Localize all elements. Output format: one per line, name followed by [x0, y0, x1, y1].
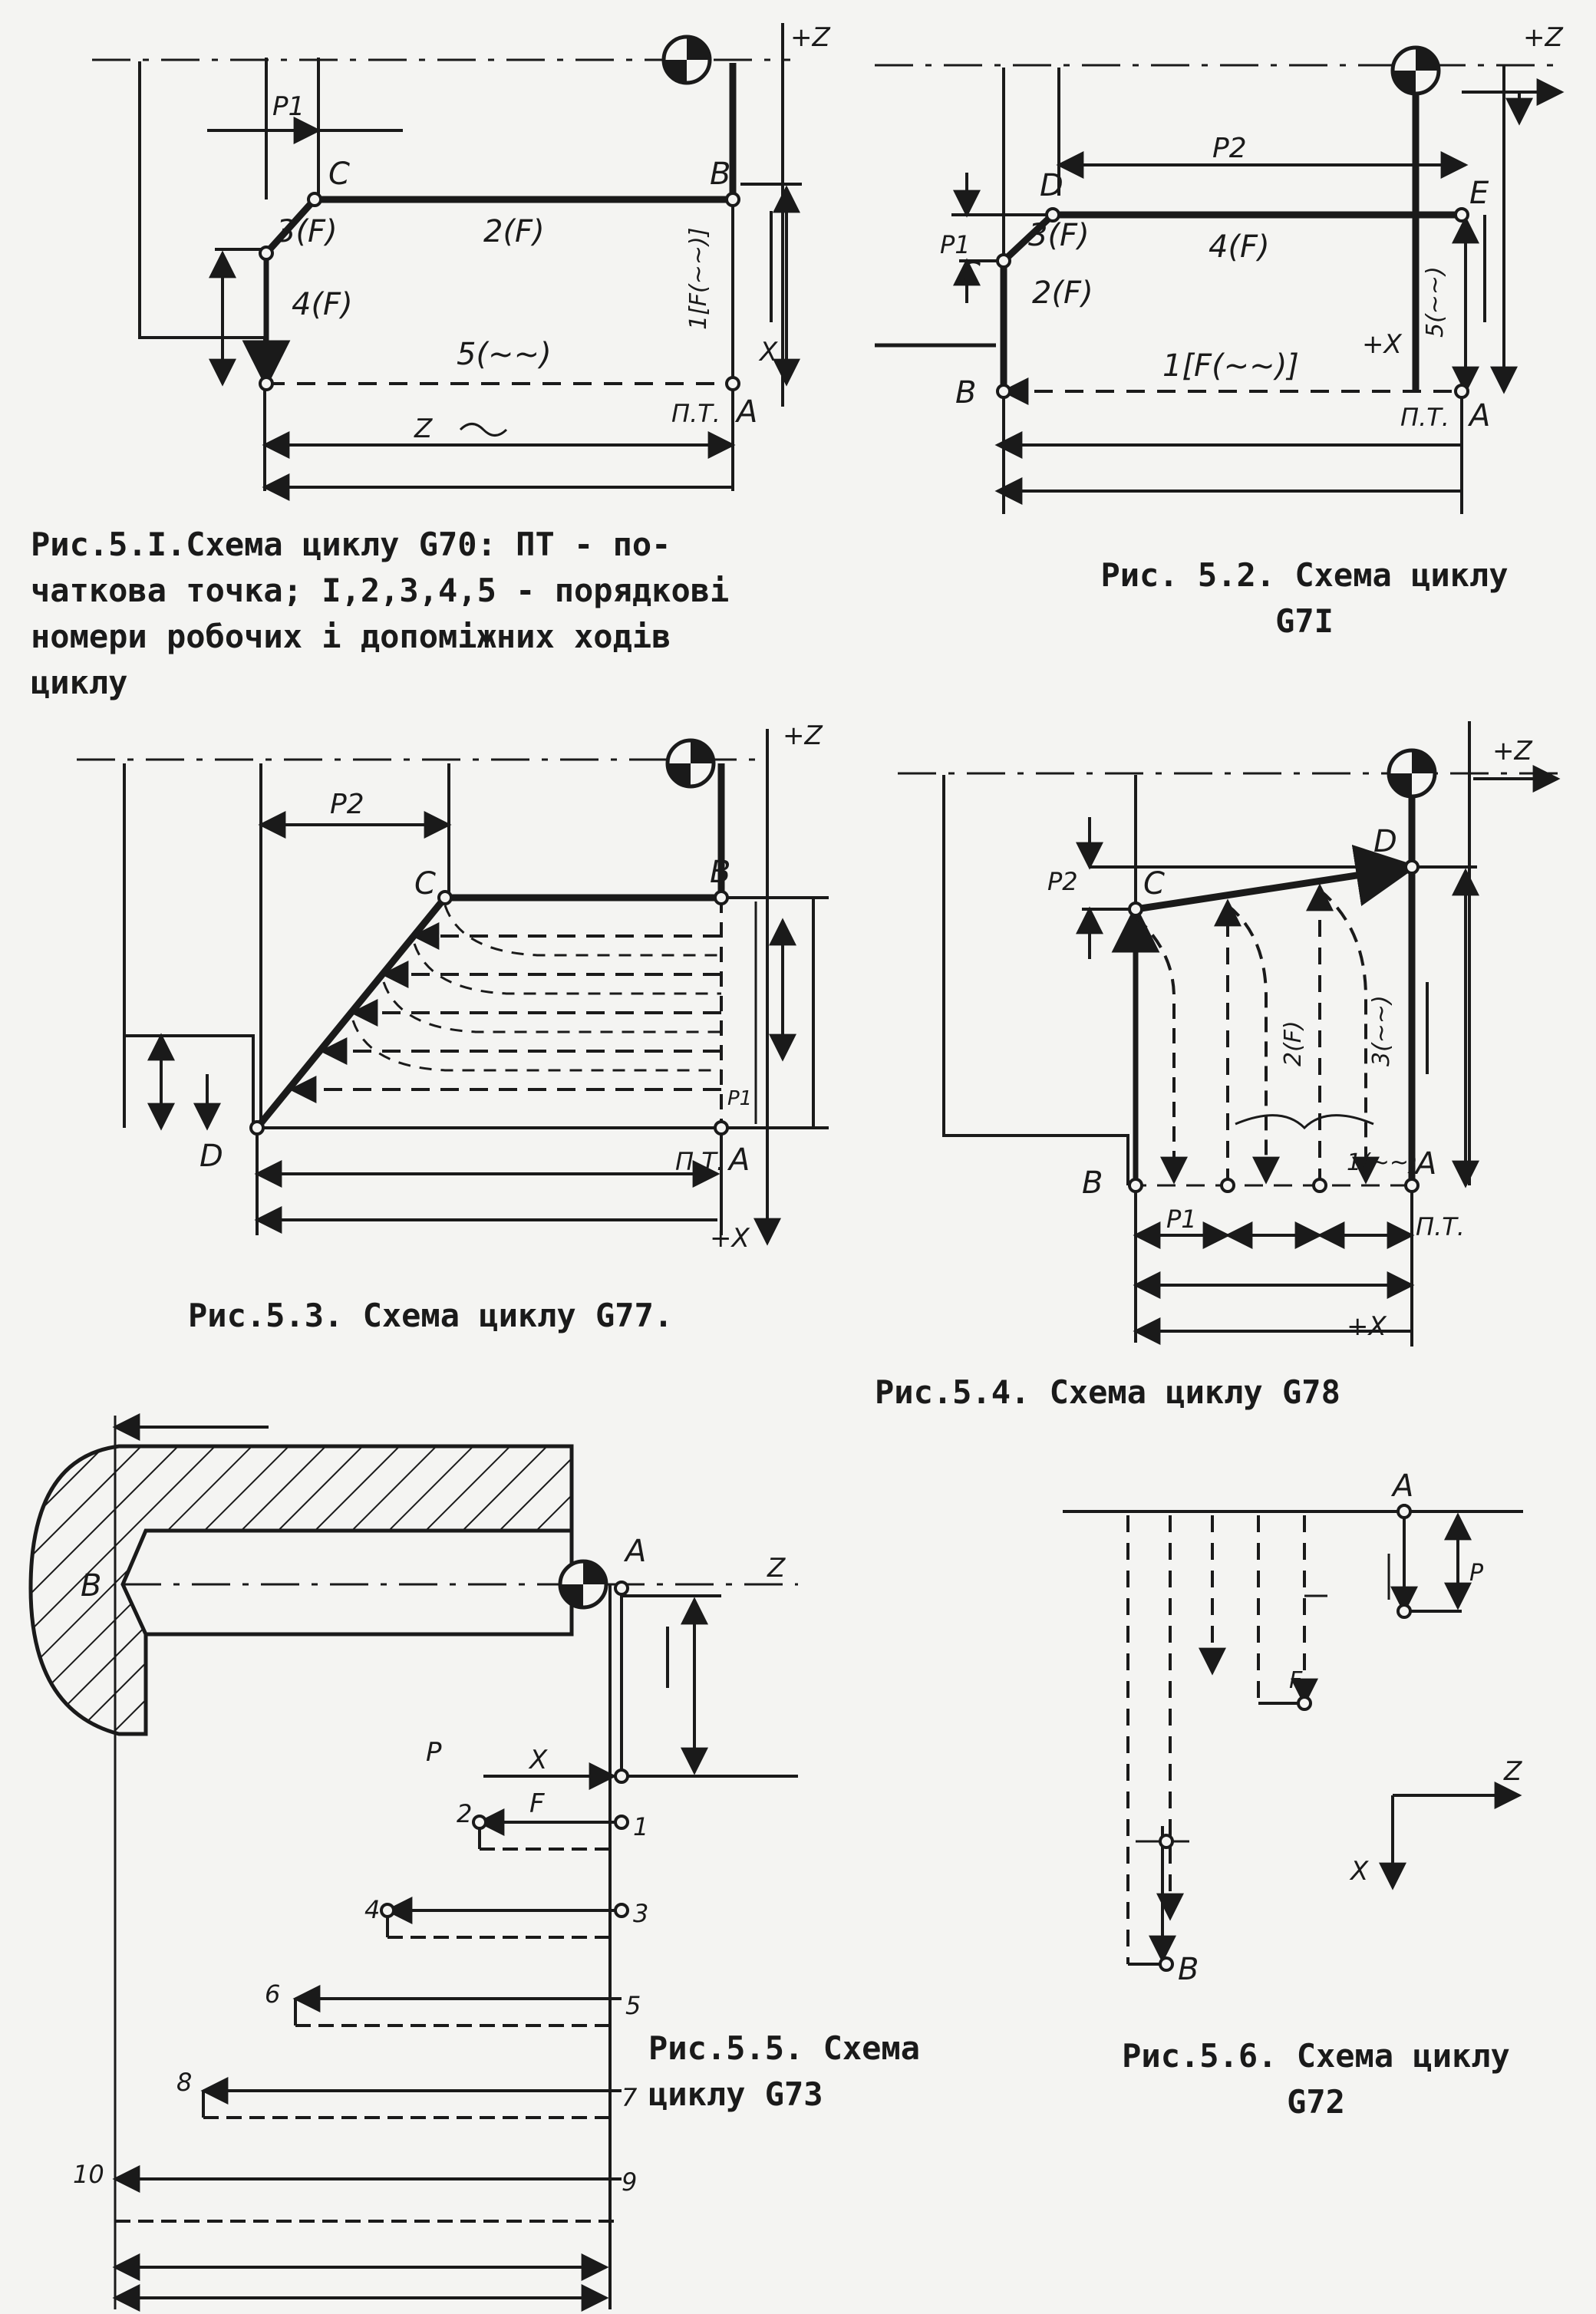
fig1-label-step2: 2(F): [483, 214, 545, 249]
fig4-caption-line: Рис.5.4. Схема циклу G78: [875, 1373, 1340, 1411]
fig5-label-a: A: [623, 1534, 646, 1569]
fig2-label-b: B: [955, 375, 976, 410]
fig1-axis-z: +Z: [790, 22, 830, 53]
fig5-step-5: 5: [625, 1991, 641, 2020]
fig5-caption-line: Рис.5.5. Схема: [648, 2029, 921, 2067]
fig6-label-x: X: [1349, 1856, 1369, 1887]
fig1-label-step1: 1[F(~~)]: [685, 228, 712, 330]
fig4-axis-x: +X: [1347, 1311, 1387, 1342]
fig4-label-p1: P1: [1166, 1205, 1197, 1234]
fig3-label-a: A: [727, 1142, 750, 1178]
fig3-label-p2: P2: [330, 789, 364, 820]
fig6-label-p: P: [1469, 1560, 1484, 1587]
fig3-axis-z: +Z: [783, 720, 823, 751]
fig6-label-f: F: [1289, 1667, 1303, 1694]
fig5-step-3: 3: [633, 1899, 648, 1928]
fig4-diagram: [898, 721, 1561, 1347]
fig5-step-1: 1: [633, 1812, 648, 1841]
fig4-axis-z: +Z: [1492, 736, 1532, 766]
fig5-diagram: [28, 1413, 798, 2312]
fig1-label-pt: П.Т.: [671, 399, 721, 428]
fig2-diagram: [875, 45, 1565, 514]
fig6-caption: Рис.5.6. Схема циклу G72: [1055, 2033, 1577, 2125]
fig1-diagram: [92, 23, 802, 501]
fig1-caption-line: циклу: [31, 664, 128, 701]
fig2-label-step2: 2(F): [1032, 275, 1093, 311]
fig3-label-c: C: [414, 866, 436, 902]
fig6-caption-line: Рис.5.6. Схема циклу: [1122, 2037, 1510, 2075]
fig2-caption-line: Рис. 5.2. Схема циклу: [1100, 556, 1509, 594]
fig2-label-step1: 1[F(~~)]: [1162, 348, 1299, 384]
fig5-step-2: 2: [457, 1799, 472, 1828]
fig1-label-x: X: [758, 337, 778, 368]
fig2-label-step3: 3(F): [1028, 218, 1090, 253]
fig5-label-b: B: [81, 1568, 101, 1604]
fig4-label-step1: 1(~~): [1347, 1149, 1418, 1176]
fig1-caption-line: номери робочих і допоміжних ходів: [31, 618, 671, 655]
fig6-label-z: Z: [1503, 1756, 1522, 1787]
fig3-diagram: [77, 729, 829, 1246]
fig2-caption: Рис. 5.2. Схема циклу G7I: [1036, 552, 1573, 644]
fig1-label-step5: 5(~~): [457, 337, 552, 372]
fig1-label-c: C: [328, 157, 350, 192]
fig3-label-d: D: [200, 1139, 223, 1174]
fig6-caption-line: G72: [1287, 2083, 1345, 2121]
fig5-label-z: Z: [767, 1553, 786, 1584]
fig4-label-pt: П.Т.: [1416, 1212, 1465, 1241]
fig4-label-step2: 2(F): [1280, 1020, 1307, 1066]
fig3-axis-x: +X: [710, 1223, 750, 1254]
fig3-caption-line: Рис.5.3. Схема циклу G77.: [188, 1297, 674, 1334]
fig5-step-4: 4: [364, 1895, 380, 1924]
fig2-label-step5: 5(~~): [1422, 266, 1449, 338]
fig2-axis-z: +Z: [1523, 22, 1563, 53]
fig1-caption: Рис.5.I.Схема циклу G70: ПТ - по- чатков…: [31, 522, 890, 706]
fig2-label-p1: P1: [940, 230, 971, 259]
fig1-label-a: A: [734, 394, 757, 430]
fig2-label-d: D: [1040, 168, 1063, 203]
fig1-caption-line: чаткова точка; I,2,3,4,5 - порядкові: [31, 572, 730, 609]
fig2-label-pt: П.Т.: [1400, 403, 1449, 432]
fig1-caption-line: Рис.5.I.Схема циклу G70: ПТ - по-: [31, 526, 671, 563]
fig3-label-pt: П.Т.: [675, 1147, 724, 1176]
fig4-label-a: A: [1413, 1146, 1436, 1182]
fig5-step-7: 7: [622, 2083, 638, 2112]
fig5-step-10: 10: [73, 2160, 104, 2189]
fig6-label-b: B: [1178, 1952, 1199, 1987]
fig5-step-6: 6: [265, 1979, 280, 2009]
fig2-label-p2: P2: [1212, 133, 1247, 164]
fig6-diagram: [1063, 1504, 1523, 1972]
fig1-label-step4: 4(F): [292, 287, 353, 322]
fig3-label-b: B: [710, 855, 730, 890]
fig3-label-p1: P1: [727, 1087, 752, 1110]
fig1-label-z: Z: [414, 414, 433, 444]
fig4-label-d: D: [1373, 824, 1397, 859]
fig4-label-c: C: [1143, 866, 1165, 902]
fig4-label-b: B: [1082, 1165, 1103, 1201]
fig2-label-e: E: [1469, 176, 1489, 211]
fig5-step-8: 8: [176, 2068, 192, 2097]
fig4-label-step3: 3(~~): [1368, 995, 1395, 1066]
fig4-label-p2: P2: [1047, 867, 1078, 896]
fig5-label-x: X: [528, 1745, 548, 1775]
fig2-label-step4: 4(F): [1209, 229, 1270, 265]
fig5-caption: Рис.5.5. Схема циклу G73: [648, 2026, 1032, 2118]
fig2-axis-x: +X: [1362, 329, 1402, 360]
fig6-label-a: A: [1390, 1468, 1413, 1504]
fig2-caption-line: G7I: [1275, 602, 1334, 640]
fig5-caption-line: циклу G73: [648, 2075, 823, 2113]
fig2-label-c: C: [959, 256, 981, 292]
fig5-label-f: F: [529, 1788, 545, 1819]
fig5-label-p: P: [426, 1737, 442, 1768]
fig3-caption: Рис.5.3. Схема циклу G77.: [188, 1293, 879, 1339]
fig1-label-b: B: [710, 157, 730, 192]
fig4-caption: Рис.5.4. Схема циклу G78: [875, 1370, 1565, 1416]
fig1-label-p1: P1: [272, 91, 305, 122]
fig1-label-step3: 3(F): [276, 214, 338, 249]
fig2-label-a: A: [1467, 398, 1490, 433]
fig5-step-9: 9: [622, 2167, 637, 2197]
